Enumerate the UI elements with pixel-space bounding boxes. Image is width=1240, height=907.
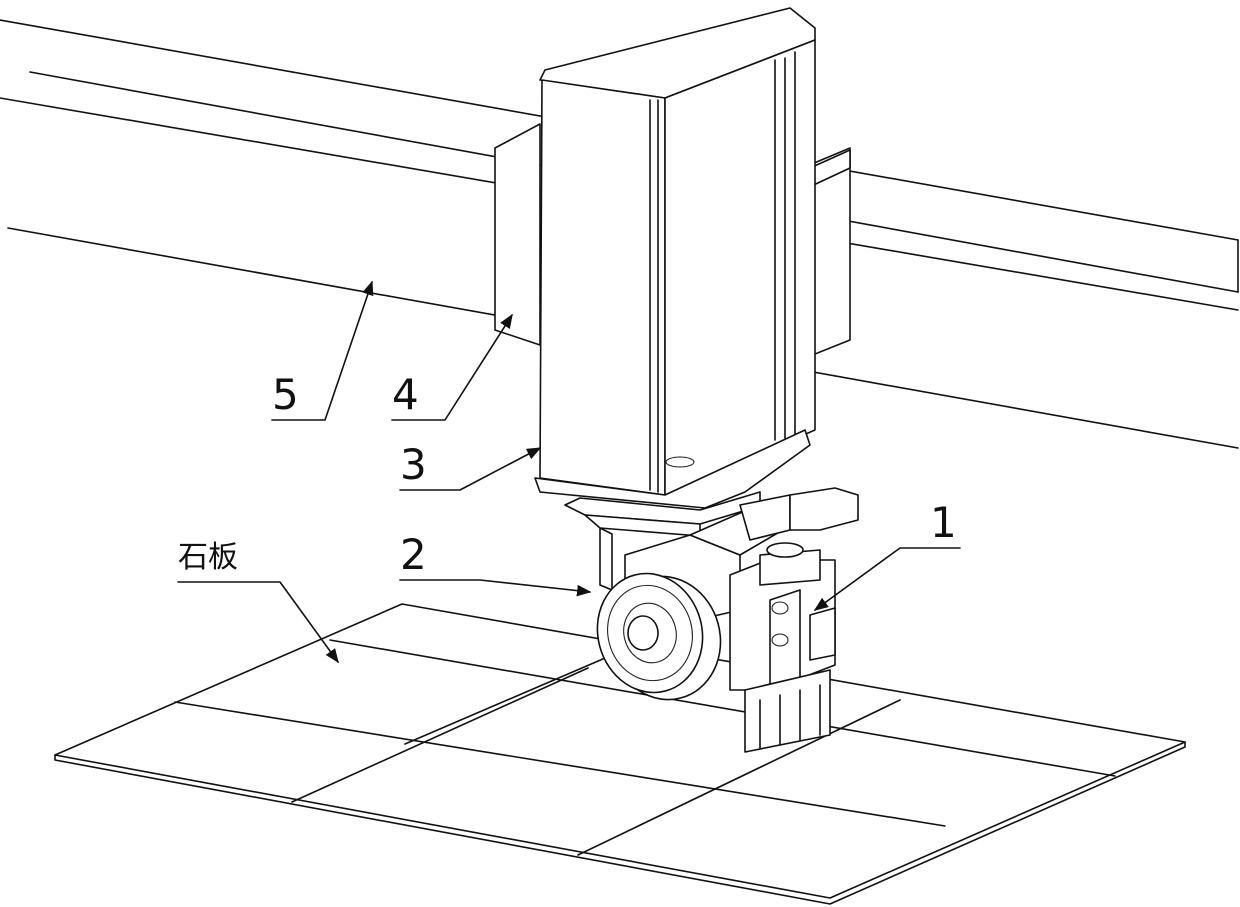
stone-slab-grid — [54, 599, 1186, 905]
cutting-disc — [596, 572, 722, 701]
actuator-assembly — [729, 542, 836, 753]
stone-slab-label: 石板 — [178, 540, 238, 575]
callout-leaders — [177, 280, 961, 664]
vertical-column — [534, 7, 816, 509]
callout-label-4: 4 — [392, 370, 419, 419]
callout-label-1: 1 — [930, 498, 957, 547]
callout-label-2: 2 — [400, 530, 427, 579]
callout-label-5: 5 — [272, 370, 299, 419]
callout-label-3: 3 — [400, 440, 427, 489]
